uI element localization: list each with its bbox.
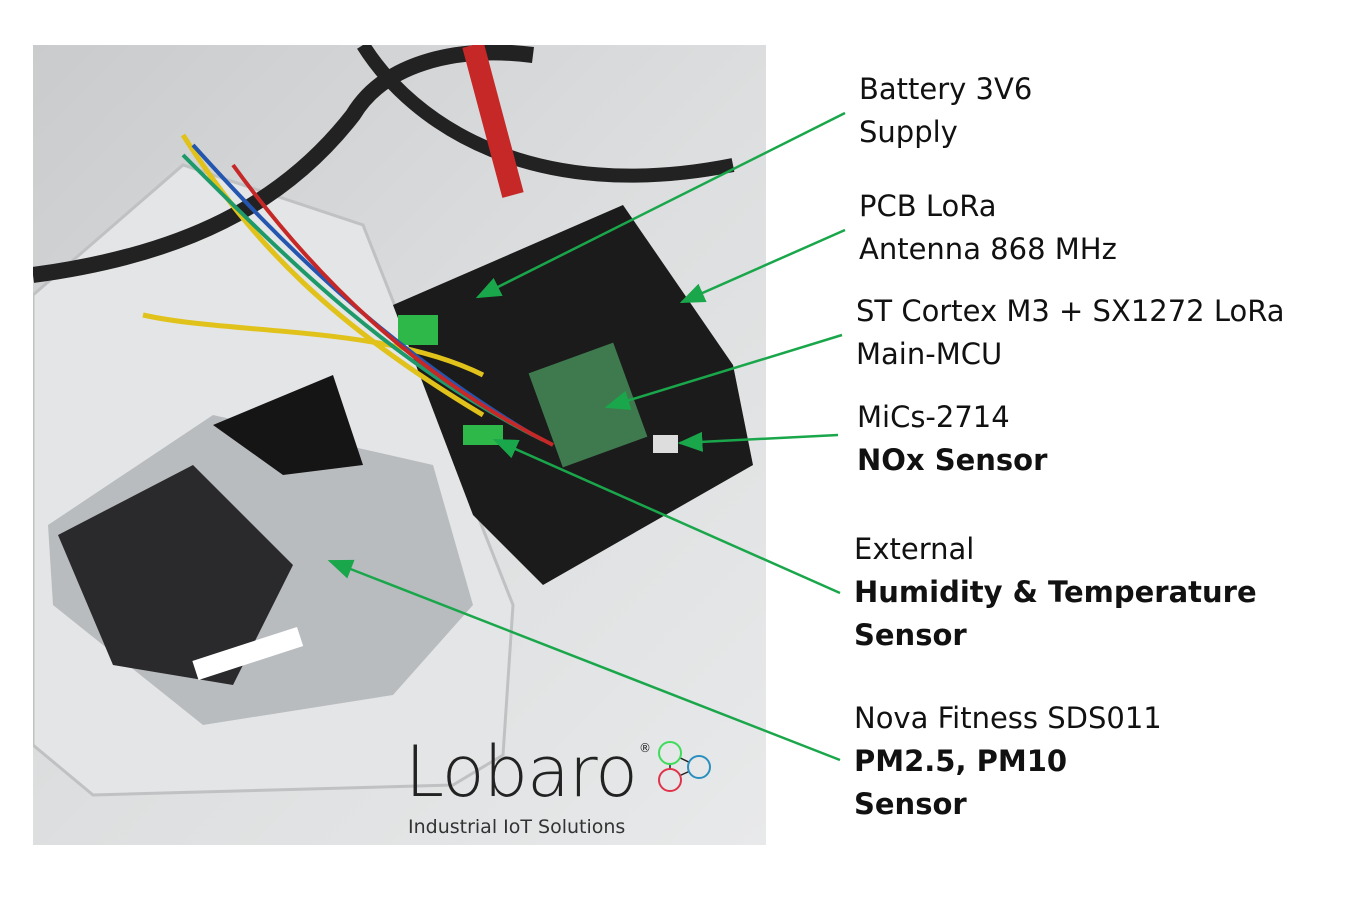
nox-sensor <box>653 435 678 453</box>
device-photo: Lobaro ® Industrial IoT Solutions <box>33 45 766 845</box>
logo-wordmark: Lobaro <box>405 731 638 813</box>
mcu-module <box>528 342 648 468</box>
label-line-bold: PM2.5, PM10 <box>854 744 1068 778</box>
label-line: ST Cortex M3 + SX1272 LoRa <box>856 294 1285 328</box>
wire <box>231 163 554 447</box>
battery-connector <box>398 315 438 345</box>
pm-sensor-fan <box>58 465 293 685</box>
wire <box>142 312 485 378</box>
label-line: PCB LoRa <box>859 189 997 223</box>
label-line: MiCs-2714 <box>857 400 1010 434</box>
label-line-bold: Sensor <box>854 618 967 652</box>
pm-sensor-pcb <box>213 375 363 475</box>
label-line-bold: Sensor <box>854 787 967 821</box>
leader-nox <box>677 431 839 452</box>
leader-pm <box>327 559 841 762</box>
leader-antenna <box>679 228 846 304</box>
logo: Lobaro ® Industrial IoT Solutions <box>405 733 715 839</box>
label-line: Main-MCU <box>856 337 1003 371</box>
label-line: External <box>854 532 975 566</box>
logo-tagline: Industrial IoT Solutions <box>408 816 626 838</box>
cable <box>33 45 534 283</box>
wire <box>180 133 485 418</box>
label-line: Antenna 868 MHz <box>859 232 1117 266</box>
battery-cable <box>462 45 524 198</box>
label-line-bold: NOx Sensor <box>857 443 1048 477</box>
label-line: Supply <box>859 115 958 149</box>
photo-illustration <box>33 45 753 797</box>
leader-battery <box>475 111 846 299</box>
logo-registered-mark: ® <box>639 741 651 755</box>
leader-mcu <box>604 333 843 410</box>
label-line: Battery 3V6 <box>859 72 1033 106</box>
logo-row: Lobaro ® <box>405 733 715 811</box>
label-line-bold: Humidity & Temperature <box>854 575 1257 609</box>
leader-humidity <box>492 438 841 595</box>
logo-network-icon <box>658 741 711 792</box>
barcode-label <box>192 626 304 680</box>
label-line: Nova Fitness SDS011 <box>854 701 1162 735</box>
